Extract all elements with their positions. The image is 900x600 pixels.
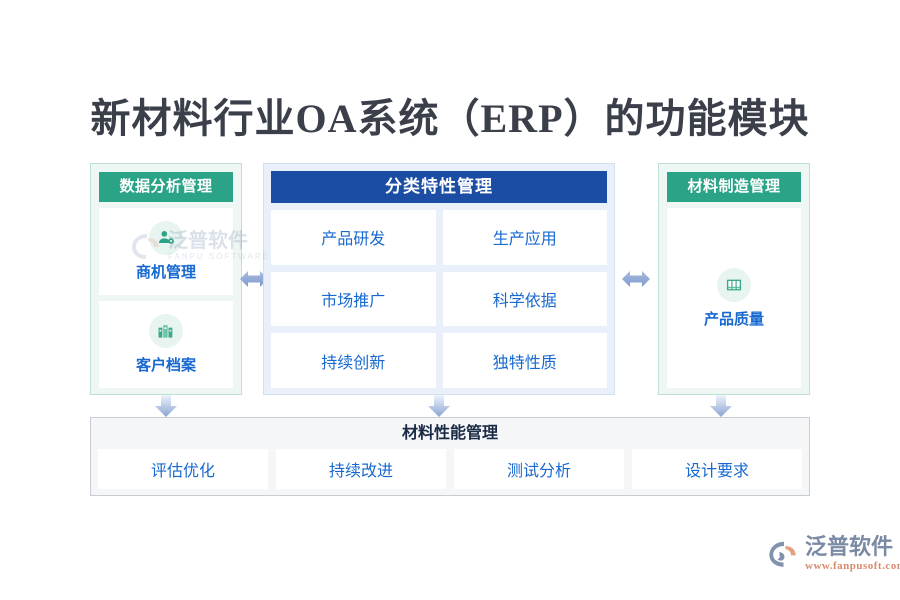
panel-body-data-analysis: 商机管理 客户档案 [99, 208, 233, 388]
cell-test-analysis[interactable]: 测试分析 [454, 449, 624, 489]
panel-header-data-analysis: 数据分析管理 [99, 172, 233, 202]
card-customer-archive[interactable]: 客户档案 [99, 301, 233, 388]
card-label-customer-archive: 客户档案 [135, 358, 196, 374]
arrow-down-icon-left [153, 394, 179, 418]
cell-scientific-basis[interactable]: 科学依据 [442, 271, 607, 327]
columns-row: 数据分析管理 商机管理 [0, 163, 900, 395]
page-title: 新材料行业OA系统（ERP）的功能模块 [90, 96, 810, 141]
cell-continuous-innovation[interactable]: 持续创新 [271, 333, 436, 388]
double-arrow-horizontal-icon-2 [620, 264, 652, 294]
panel-grid-classification-feature: 产品研发 生产应用 市场推广 科学依据 持续创新 独特性质 [271, 210, 607, 388]
card-label-business-opportunity: 商机管理 [135, 265, 196, 281]
panel-material-manufacturing[interactable]: 材料制造管理 产品质量 [658, 163, 810, 395]
brand-logo-cn: 泛普软件 [805, 534, 894, 559]
panel-header-material-manufacturing: 材料制造管理 [667, 172, 801, 202]
card-product-quality[interactable]: 产品质量 [667, 208, 801, 388]
user-gear-icon [149, 221, 183, 255]
cell-evaluation-optimization[interactable]: 评估优化 [98, 449, 268, 489]
double-arrow-horizontal-icon [238, 264, 270, 294]
panel-grid-material-performance: 评估优化 持续改进 测试分析 设计要求 [98, 449, 802, 489]
file-cabinet-icon [717, 267, 751, 302]
cell-design-requirement[interactable]: 设计要求 [632, 449, 802, 489]
cell-production-app[interactable]: 生产应用 [442, 210, 607, 265]
panel-data-analysis[interactable]: 数据分析管理 商机管理 [90, 163, 242, 395]
cell-unique-property[interactable]: 独特性质 [442, 333, 607, 388]
cell-product-rd[interactable]: 产品研发 [271, 210, 436, 265]
panel-classification-feature[interactable]: 分类特性管理 产品研发 生产应用 市场推广 科学依据 持续创新 独特性质 [263, 163, 615, 395]
archive-books-icon [149, 314, 183, 348]
panel-material-performance[interactable]: 材料性能管理 评估优化 持续改进 测试分析 设计要求 [90, 417, 810, 496]
card-label-product-quality: 产品质量 [703, 311, 764, 328]
arrow-down-icon-center [426, 394, 452, 418]
panel-body-material-manufacturing: 产品质量 [667, 208, 801, 388]
card-business-opportunity[interactable]: 商机管理 [99, 208, 233, 295]
brand-logo: 泛普软件 www.fanpusoft.com [768, 536, 900, 572]
cell-market-promotion[interactable]: 市场推广 [271, 271, 436, 327]
brand-logo-url: www.fanpusoft.com [805, 560, 900, 572]
arrow-down-icon-right [708, 394, 734, 418]
panel-header-classification-feature: 分类特性管理 [271, 171, 607, 203]
panel-title-material-performance: 材料性能管理 [401, 425, 498, 442]
brand-logo-icon [769, 541, 796, 567]
cell-continuous-improvement[interactable]: 持续改进 [276, 449, 446, 489]
